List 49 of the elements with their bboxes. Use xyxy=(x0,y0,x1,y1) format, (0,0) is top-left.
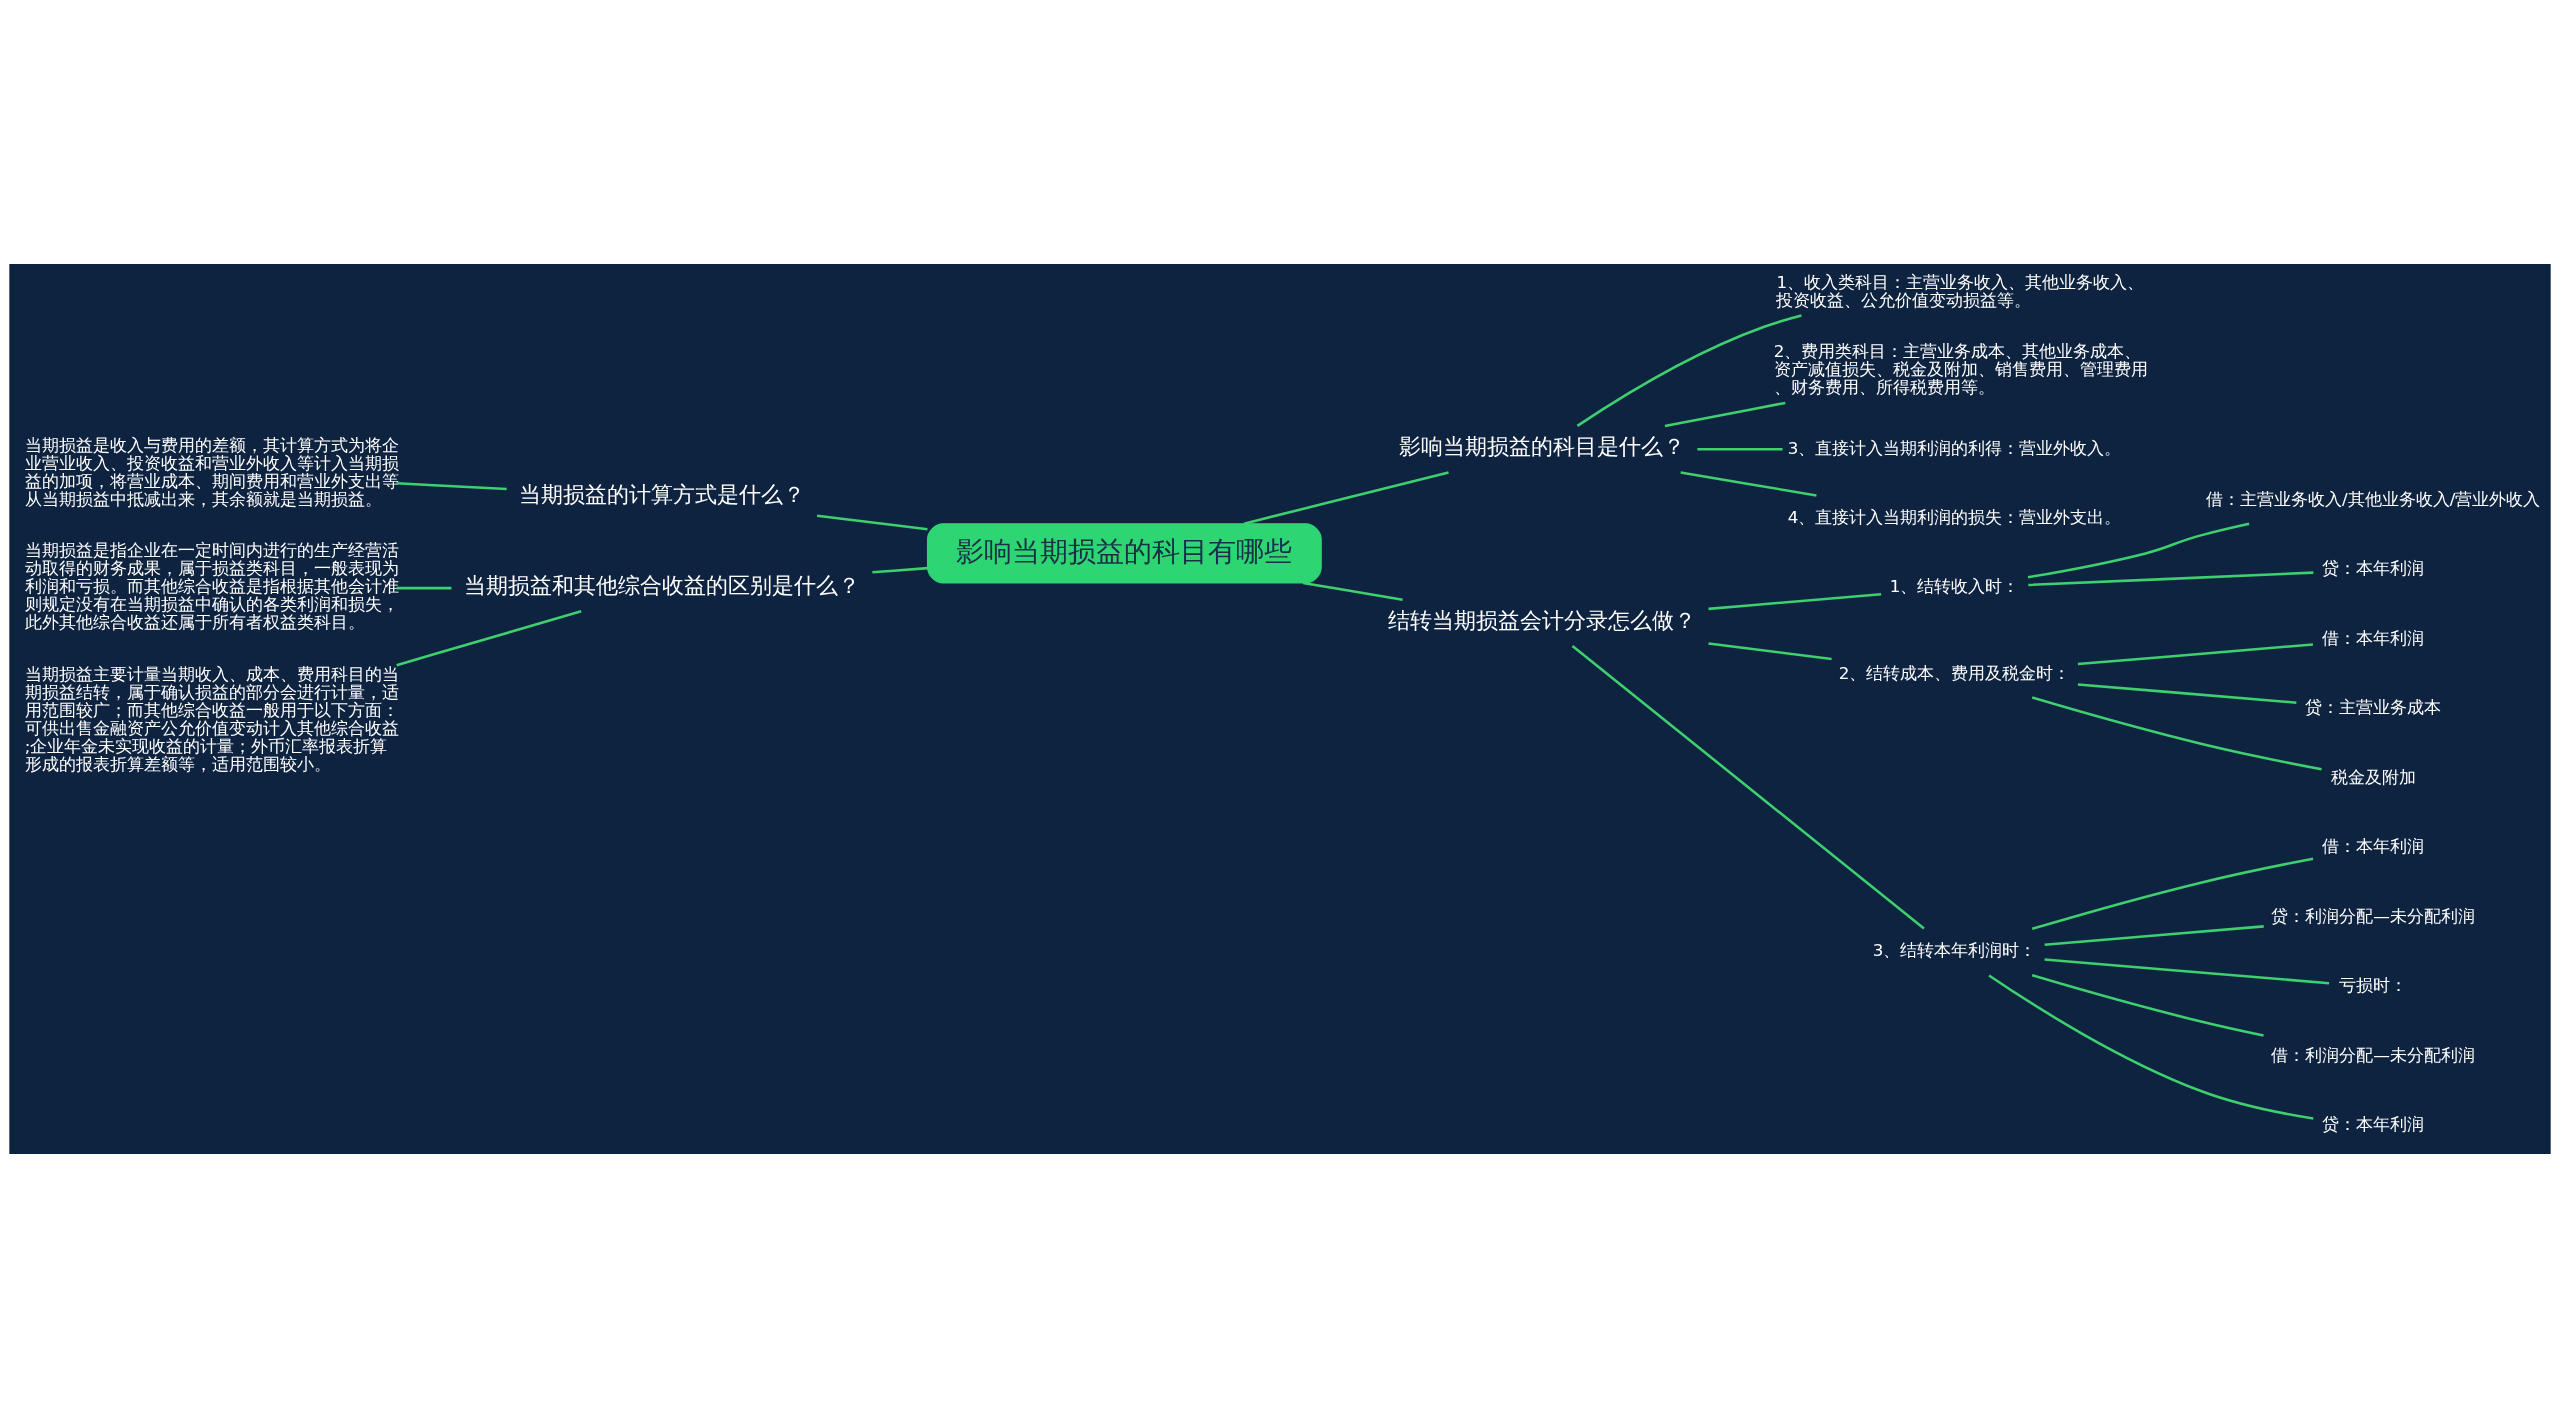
node-text: 1、结转收入时： xyxy=(1889,575,2020,596)
connector xyxy=(1576,313,1802,427)
connector xyxy=(396,481,507,490)
node-text: 税金及附加 xyxy=(2330,766,2416,787)
node-text: 4、直接计入当期利润的损失：营业外支出。 xyxy=(1787,506,2122,527)
connector xyxy=(1988,973,2314,1120)
node-text: 3、结转本年利润时： xyxy=(1872,939,2037,960)
connector xyxy=(1697,447,1783,450)
connector xyxy=(2028,570,2314,586)
node-text: 2、结转成本、费用及税金时： xyxy=(1838,662,2071,683)
connector xyxy=(2027,522,2250,578)
connector xyxy=(2077,642,2314,665)
node-text: 借：本年利润 xyxy=(2322,627,2425,648)
connector xyxy=(2044,924,2264,946)
node-text: 借：利润分配—未分配利润 xyxy=(2271,1044,2476,1065)
connector xyxy=(1680,470,1817,497)
node-text: 贷：本年利润 xyxy=(2322,1113,2425,1134)
node-text: 3、直接计入当期利润的利得：营业外收入。 xyxy=(1787,437,2122,458)
node-text: 影响当期损益的科目是什么？ xyxy=(1399,433,1686,459)
node-text: 当期损益是指企业在一定时间内进行的生产经营活动取得的财务成果，属于损益类科目，一般表现为利润和亏损。而其他综合收益是指根据其他会计准则规定没有在当期损益中确认的各类利润和损失，此外其他综合收益还属于所有者权益类科目。 xyxy=(24,539,399,632)
connector xyxy=(1664,401,1786,427)
connector xyxy=(396,586,452,589)
node-text: 贷：主营业务成本 xyxy=(2305,696,2442,717)
connector xyxy=(396,609,582,666)
node-text: 贷：利润分配—未分配利润 xyxy=(2271,905,2476,926)
connector xyxy=(1571,644,1925,930)
connector xyxy=(2044,957,2330,984)
connector xyxy=(1708,592,1882,610)
node-text: 当期损益和其他综合收益的区别是什么？ xyxy=(464,572,861,598)
connector xyxy=(2031,856,2314,930)
connector xyxy=(1302,581,1403,601)
node-box: 影响当期损益的科目有哪些 xyxy=(926,522,1322,584)
node-text: 1、收入类科目：主营业务收入、其他业务收入、投资收益、公允价值变动损益等。 xyxy=(1776,271,2145,310)
node-text: 当期损益主要计量当期收入、成本、费用科目的当期损益结转，属于确认损益的部分会进行计量，适用范围较广；而其他综合收益一般用于以下方面：可供出售金融资产公允价值变动计入其他综合收益;企业年金未实现收益的计量；外币汇率报表折算形成的报表折算差额等，适用范围较小。 xyxy=(24,663,399,774)
node-text: 结转当期损益会计分录怎么做？ xyxy=(1388,607,1697,633)
node-text: 2、费用类科目：主营业务成本、其他业务成本、资产减值损失、税金及附加、销售费用、管理费用、财务费用、所得税费用等。 xyxy=(1773,340,2148,397)
connector xyxy=(816,513,928,531)
connector xyxy=(1708,641,1832,660)
node-text: 借：本年利润 xyxy=(2322,835,2425,856)
connector xyxy=(872,566,928,574)
node-text: 贷：本年利润 xyxy=(2322,557,2425,578)
connector xyxy=(2031,695,2322,771)
connector xyxy=(2031,973,2264,1037)
node-text: 当期损益是收入与费用的差额，其计算方式为将企业营业收入、投资收益和营业外收入等计入当期损益的加项，将营业成本、期间费用和营业外支出等从当期损益中抵减出来，其余额就是当期损益。 xyxy=(24,434,399,509)
node-text: 亏损时： xyxy=(2339,974,2408,995)
connector xyxy=(1243,470,1449,525)
connector xyxy=(2077,682,2297,704)
node-text: 当期损益的计算方式是什么？ xyxy=(519,481,806,507)
node-text: 借：主营业务收入/其他业务收入/营业外收入 xyxy=(2206,488,2541,509)
